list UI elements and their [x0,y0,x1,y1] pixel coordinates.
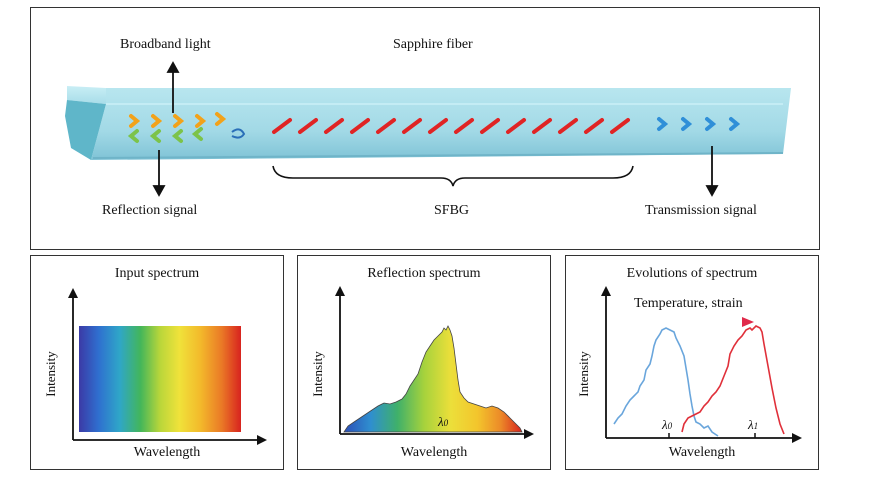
reflection-spectrum-panel: Reflection spectrum λ0 Intensity Wavelen… [297,255,551,470]
reflected-light-chevrons [127,127,203,143]
grating-dash [350,118,370,134]
x-axis-arrowhead [792,433,802,443]
transmitted-light-chevrons [657,117,741,131]
x-axis-arrowhead [257,435,267,445]
lambda-subscript: 0 [443,418,449,428]
reflection-arrowhead [152,185,166,197]
y-axis-label: Intensity [43,351,58,397]
peak-wavelength-label: λ0 [438,414,448,430]
lambda1-label: λ1 [748,417,758,433]
grating-dash [610,118,630,134]
broadband-light-label: Broadband light [120,37,211,52]
orange-chevron [129,114,141,128]
grating-dash [480,118,500,134]
y-axis-arrowhead [601,286,611,296]
y-axis-label: Intensity [576,351,591,397]
y-axis-arrowhead [68,288,78,298]
sapphire-fiber-label: Sapphire fiber [393,37,473,52]
grating-dash [584,118,604,134]
grating-dash [272,118,292,134]
panel-title: Input spectrum [114,266,200,281]
input-spectrum-plot [68,288,267,445]
evolution-spectrum-plot [601,286,802,443]
grating-dash [428,118,448,134]
green-chevron [127,129,139,143]
grating-dash [402,118,422,134]
grating-dash [506,118,526,134]
reflection-spectrum-plot [335,286,534,439]
green-chevron [171,129,183,143]
spectrum-curve-before [613,327,719,437]
input-spectrum-panel: Input spectrum Intensity Wavelength [30,255,284,470]
grating-brace [272,165,634,187]
blue-chevron [681,117,693,131]
shift-arrowhead [742,317,754,327]
grating-dash [454,118,474,134]
transmission-signal-label: Transmission signal [645,203,757,218]
green-chevron [191,127,203,141]
green-chevron [149,129,161,143]
grating-dash [532,118,552,134]
orange-chevron [195,114,207,128]
lambda-symbol: λ [662,417,668,432]
temperature-strain-label: Temperature, strain [634,296,743,311]
x-axis-arrowhead [524,429,534,439]
grating-dash [558,118,578,134]
transmission-arrowhead [705,185,719,197]
reflection-spectrum-area [343,325,523,433]
panel-title: Evolutions of spectrum [626,266,758,281]
lambda-subscript: 0 [667,421,673,431]
reflection-signal-label: Reflection signal [102,203,198,218]
reflection-curl-icon [231,128,246,139]
spectrum-curve-after [681,325,785,435]
blue-chevron [705,117,717,131]
grating-dash [324,118,344,134]
evolution-spectrum-panel: Evolutions of spectrum Temperature, stra… [565,255,819,470]
y-axis-arrowhead [335,286,345,296]
grating-lines [272,118,630,134]
lambda-symbol: λ [748,417,754,432]
x-axis-label: Wavelength [400,445,468,460]
x-axis-label: Wavelength [668,445,736,460]
lambda0-label: λ0 [662,417,672,433]
fiber-end-face [65,100,106,160]
rainbow-spectrum-bar [79,326,241,432]
orange-chevron [151,114,163,128]
incoming-light-chevrons [129,112,227,128]
y-axis-label: Intensity [310,351,325,397]
sfbg-label: SFBG [434,203,470,218]
fiber-bottom-edge [92,152,784,159]
arrows [152,61,719,197]
grating-dash [298,118,318,134]
lambda-subscript: 1 [753,421,759,431]
orange-chevron [215,112,227,126]
fiber-illustration [65,61,791,197]
blue-chevron [729,117,741,131]
blue-chevron [657,117,669,131]
x-axis-label: Wavelength [133,445,201,460]
panel-title: Reflection spectrum [367,266,481,281]
orange-chevron [173,114,185,128]
broadband-arrowhead [166,61,180,73]
grating-dash [376,118,396,134]
lambda-symbol: λ [438,414,444,429]
fiber-panel: Broadband light Sapphire fiber Reflectio… [30,7,820,250]
